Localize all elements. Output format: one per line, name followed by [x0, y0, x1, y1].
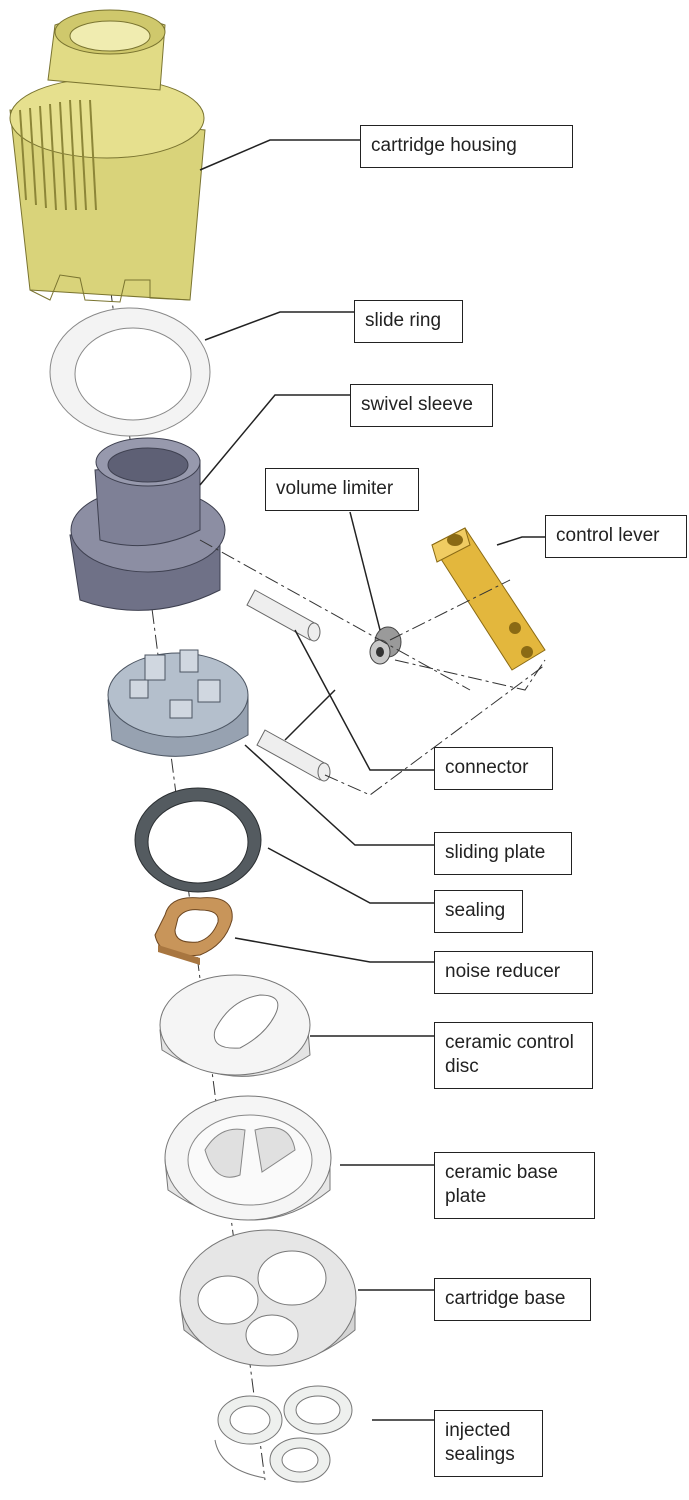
label-control-lever: control lever — [545, 515, 687, 558]
label-cartridge-housing: cartridge housing — [360, 125, 573, 168]
label-ceramic-control-disc: ceramic control disc — [434, 1022, 593, 1089]
cartridge-housing-part — [9, 9, 206, 303]
connector-pins — [246, 589, 331, 782]
sliding-plate-part — [107, 649, 249, 757]
noise-reducer-part — [154, 897, 233, 965]
swivel-sleeve-part — [69, 437, 226, 611]
cartridge-base-part — [179, 1229, 357, 1367]
label-injected-sealings: injected sealings — [434, 1410, 543, 1477]
label-swivel-sleeve: swivel sleeve — [350, 384, 493, 427]
volume-limiter-part — [369, 626, 402, 665]
slide-ring-part — [49, 307, 211, 437]
sealing-part — [134, 787, 262, 893]
label-volume-limiter: volume limiter — [265, 468, 419, 511]
ceramic-base-plate-part — [164, 1095, 332, 1221]
label-noise-reducer: noise reducer — [434, 951, 593, 994]
label-ceramic-base-plate: ceramic base plate — [434, 1152, 595, 1219]
label-connector: connector — [434, 747, 553, 790]
injected-sealings-part — [214, 1385, 353, 1483]
label-sealing: sealing — [434, 890, 523, 933]
label-cartridge-base: cartridge base — [434, 1278, 591, 1321]
label-sliding-plate: sliding plate — [434, 832, 572, 875]
label-slide-ring: slide ring — [354, 300, 463, 343]
dash-dot-lines — [199, 539, 546, 796]
ceramic-control-disc-part — [159, 974, 311, 1077]
control-lever-part — [431, 527, 546, 671]
leader-lines — [199, 139, 545, 1421]
